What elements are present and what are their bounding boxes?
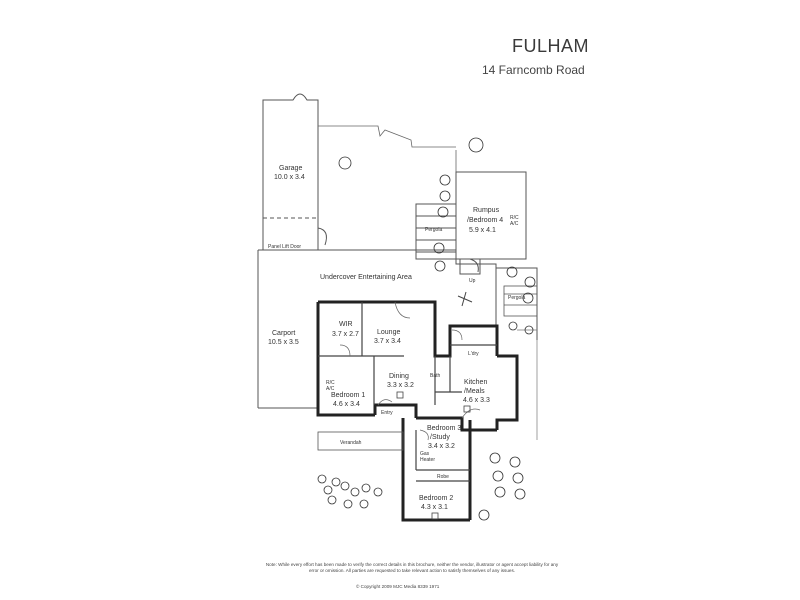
bedroom1-rc-ac-2: A/C [326, 386, 335, 392]
tree-icons [317, 137, 536, 521]
lounge-dims: 3.7 x 3.4 [374, 338, 401, 345]
copyright-notice: © Copyright 2009 MJC Media 8339 1971 [356, 584, 440, 589]
kitchen-dims: 4.6 x 3.3 [463, 397, 490, 404]
dining-label: Dining [389, 373, 409, 380]
bedroom1-dims: 4.6 x 3.4 [333, 401, 360, 408]
gas-heater-label: Gas [420, 451, 430, 457]
bedroom1-label: Bedroom 1 [331, 392, 365, 399]
property-address: 14 Farncomb Road [482, 63, 585, 77]
bedroom1-rc-ac: R/C [326, 380, 335, 386]
verandah-label: Verandah [340, 440, 362, 446]
bedroom3-dims: 3.4 x 3.2 [428, 443, 455, 450]
verandah [317, 431, 404, 451]
wir-label: WIR [339, 321, 353, 328]
lounge-label: Lounge [377, 329, 400, 336]
entry-label: Entry [381, 410, 393, 416]
robe-label: Robe [437, 474, 449, 480]
entertaining-label: Undercover Entertaining Area [320, 274, 412, 281]
carport-dims: 10.5 x 3.5 [268, 339, 299, 346]
bedroom3-label-2: /Study [430, 434, 450, 441]
entertaining-area [257, 249, 538, 409]
panel-lift-door-label: Panel Lift Door [268, 244, 301, 250]
dining-light-icon [396, 391, 404, 399]
gas-heater-label-2: Heater [420, 457, 435, 463]
bedroom2-light-icon [431, 512, 439, 520]
ceiling-fan-icon [457, 291, 473, 307]
laundry-label: L'dry [468, 351, 479, 357]
interior-walls [318, 302, 497, 482]
bath-label: Bath [430, 373, 441, 379]
bedroom3-label: Bedroom 3 [427, 425, 461, 432]
garage-dims: 10.0 x 3.4 [274, 174, 305, 181]
kitchen-label-2: /Meals [464, 388, 485, 395]
side-boundary [517, 329, 538, 440]
disclaimer-note: Note: While every effort has been made t… [265, 562, 559, 573]
garage-block [262, 93, 327, 251]
carport-label: Carport [272, 330, 295, 337]
kitchen-light-icon [463, 405, 471, 413]
bedroom2-label: Bedroom 2 [419, 495, 453, 502]
garage-label: Garage [279, 165, 302, 172]
bedroom2-dims: 4.3 x 3.1 [421, 504, 448, 511]
property-suburb: FULHAM [512, 36, 590, 56]
pergola-right-label: Pergola [508, 295, 525, 301]
rumpus-rc-ac: R/C [510, 215, 519, 221]
door-swings [339, 301, 481, 441]
dining-dims: 3.3 x 3.2 [387, 382, 414, 389]
kitchen-label: Kitchen [464, 379, 487, 386]
rumpus-rc-ac-2: A/C [510, 221, 519, 227]
rumpus-label: Rumpus [473, 207, 500, 214]
pergola-left-label: Pergola [425, 227, 442, 233]
rumpus-dims: 5.9 x 4.1 [469, 227, 496, 234]
wir-dims: 3.7 x 2.7 [332, 331, 359, 338]
rumpus-label-2: /Bedroom 4 [467, 217, 503, 224]
boundary-lines [318, 125, 457, 172]
up-label: Up [469, 278, 476, 284]
